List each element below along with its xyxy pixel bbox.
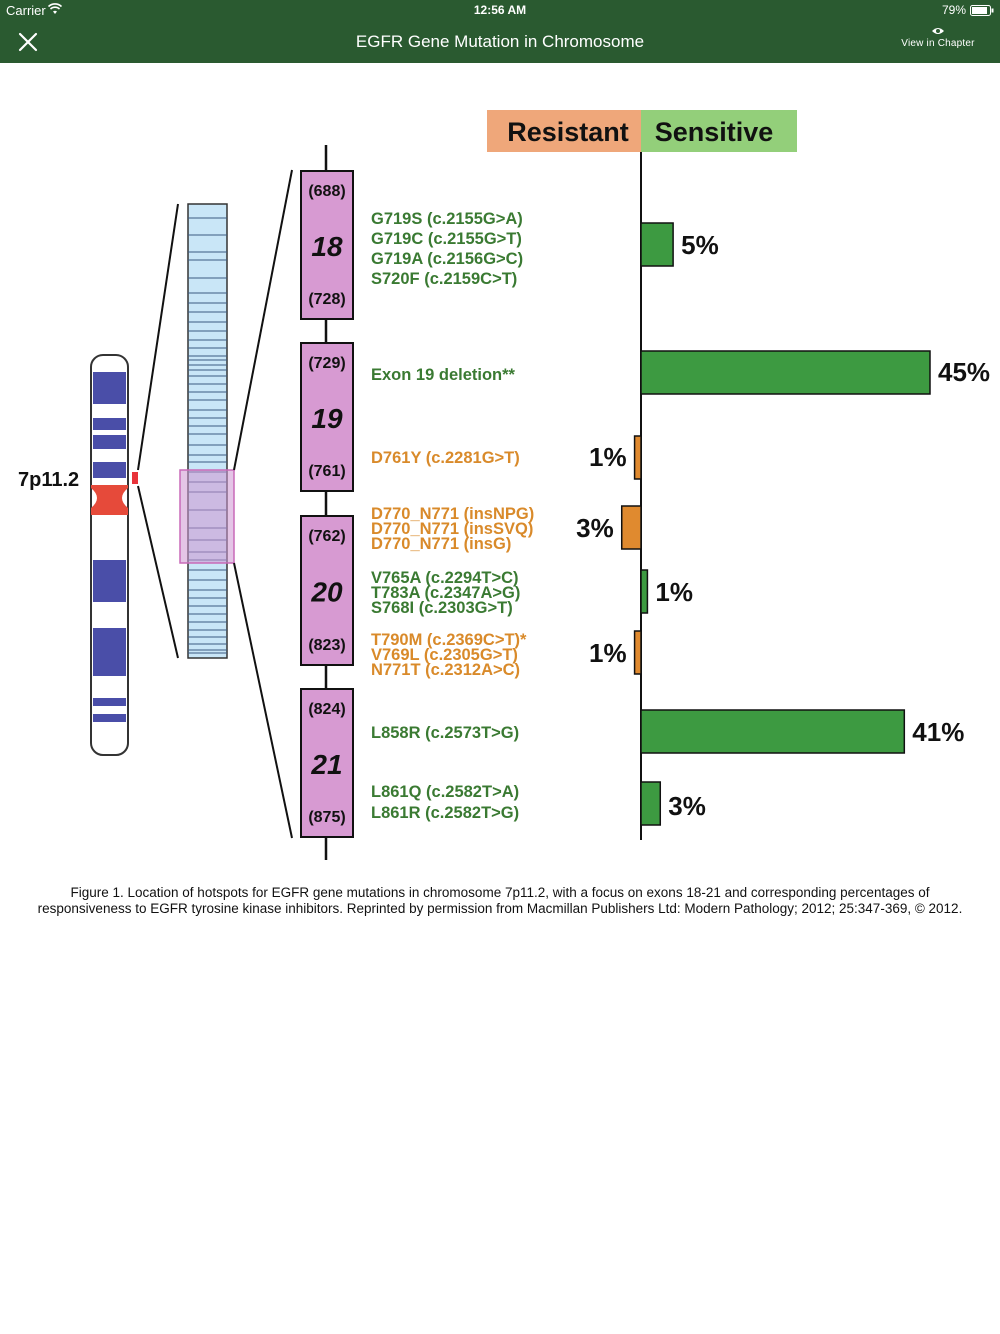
exon-end: (728)	[308, 291, 345, 308]
exon-start: (729)	[308, 355, 345, 372]
nav-bar: EGFR Gene Mutation in Chromosome View in…	[0, 20, 1000, 63]
sensitive-bar	[640, 709, 906, 754]
exon-start: (762)	[308, 528, 345, 545]
mutation-label: T790M (c.2369C>T)*	[371, 631, 527, 649]
exon-number: 20	[310, 577, 343, 608]
legend-resistant: Resistant	[507, 117, 629, 147]
close-icon[interactable]	[14, 28, 42, 56]
status-bar: Carrier 12:56 AM 79%	[0, 0, 1000, 20]
exon-box	[300, 688, 354, 838]
bar-value-label: 45%	[938, 357, 990, 387]
mutation-label: D770_N771 (insG)	[371, 535, 511, 553]
mutation-label: Exon 19 deletion**	[371, 366, 516, 384]
bar-value-label: 1%	[589, 442, 627, 472]
mutation-label: D761Y (c.2281G>T)	[371, 449, 520, 467]
mutation-label: T783A (c.2347A>G)	[371, 584, 520, 602]
egfr-highlight-box	[179, 469, 235, 564]
egfr-figure: Resistant Sensitive 7p11.2	[18, 110, 990, 860]
exon-end: (875)	[308, 809, 345, 826]
sensitive-bar	[640, 569, 649, 614]
mutation-label: V769L (c.2305G>T)	[371, 646, 518, 664]
mutation-label: L861R (c.2582T>G)	[371, 804, 519, 822]
mutation-label: S720F (c.2159C>T)	[371, 270, 517, 288]
legend-resistant-swatch	[487, 110, 641, 152]
exon-number: 19	[311, 403, 343, 434]
mutation-label: G719A (c.2156G>C)	[371, 250, 523, 268]
exon-box	[300, 515, 354, 666]
resistant-bar	[633, 435, 642, 480]
bar-value-label: 3%	[576, 513, 614, 543]
legend-sensitive-swatch	[641, 110, 797, 152]
exon-number: 18	[311, 231, 343, 262]
mutation-label: G719S (c.2155G>A)	[371, 210, 523, 228]
mutation-label: N771T (c.2312A>C)	[371, 661, 520, 679]
bar-value-label: 1%	[655, 577, 693, 607]
bar-value-label: 41%	[912, 717, 964, 747]
status-time: 12:56 AM	[473, 3, 527, 17]
mutation-label: S768I (c.2303G>T)	[371, 599, 513, 617]
sensitive-bar	[640, 350, 931, 395]
sensitive-bar	[640, 222, 674, 267]
exon-start: (688)	[308, 183, 345, 200]
mutation-label: D770_N771 (insSVQ)	[371, 520, 533, 538]
exon-number: 21	[310, 749, 342, 780]
chromosome-label: 7p11.2	[18, 469, 79, 491]
bar-value-label: 3%	[668, 791, 706, 821]
legend-sensitive: Sensitive	[655, 117, 774, 147]
figure: Resistant Sensitive 7p11.2	[0, 100, 1000, 870]
mutation-label: V765A (c.2294T>C)	[371, 569, 519, 587]
bar-value-label: 5%	[681, 230, 719, 260]
chromosome	[90, 354, 138, 756]
mutation-label: G719C (c.2155G>T)	[371, 230, 522, 248]
sensitive-bar	[640, 781, 662, 826]
wifi-icon	[48, 3, 62, 14]
eye-icon	[932, 28, 944, 34]
battery-percent: 79%	[941, 3, 966, 17]
figure-caption: Figure 1. Location of hotspots for EGFR …	[37, 885, 963, 916]
mutation-label: D770_N771 (insNPG)	[371, 505, 534, 523]
exon-start: (824)	[308, 701, 345, 718]
app-header: Carrier 12:56 AM 79% EGFR Gene Mutation …	[0, 0, 1000, 63]
page-title: EGFR Gene Mutation in Chromosome	[355, 32, 645, 51]
battery-icon	[970, 5, 994, 16]
exon-box	[300, 342, 354, 492]
view-in-chapter-label: View in Chapter	[901, 38, 975, 49]
exon-end: (761)	[308, 463, 345, 480]
exon-box	[300, 170, 354, 320]
exon-end: (823)	[308, 637, 345, 654]
view-in-chapter-button[interactable]: View in Chapter	[898, 26, 978, 58]
resistant-bar	[633, 630, 642, 675]
carrier-label: Carrier	[6, 3, 46, 18]
gene-region-strip	[179, 203, 235, 659]
resistant-bar	[620, 505, 642, 550]
mutation-label: L861Q (c.2582T>A)	[371, 783, 519, 801]
mutation-label: L858R (c.2573T>G)	[371, 724, 519, 742]
bar-value-label: 1%	[589, 638, 627, 668]
